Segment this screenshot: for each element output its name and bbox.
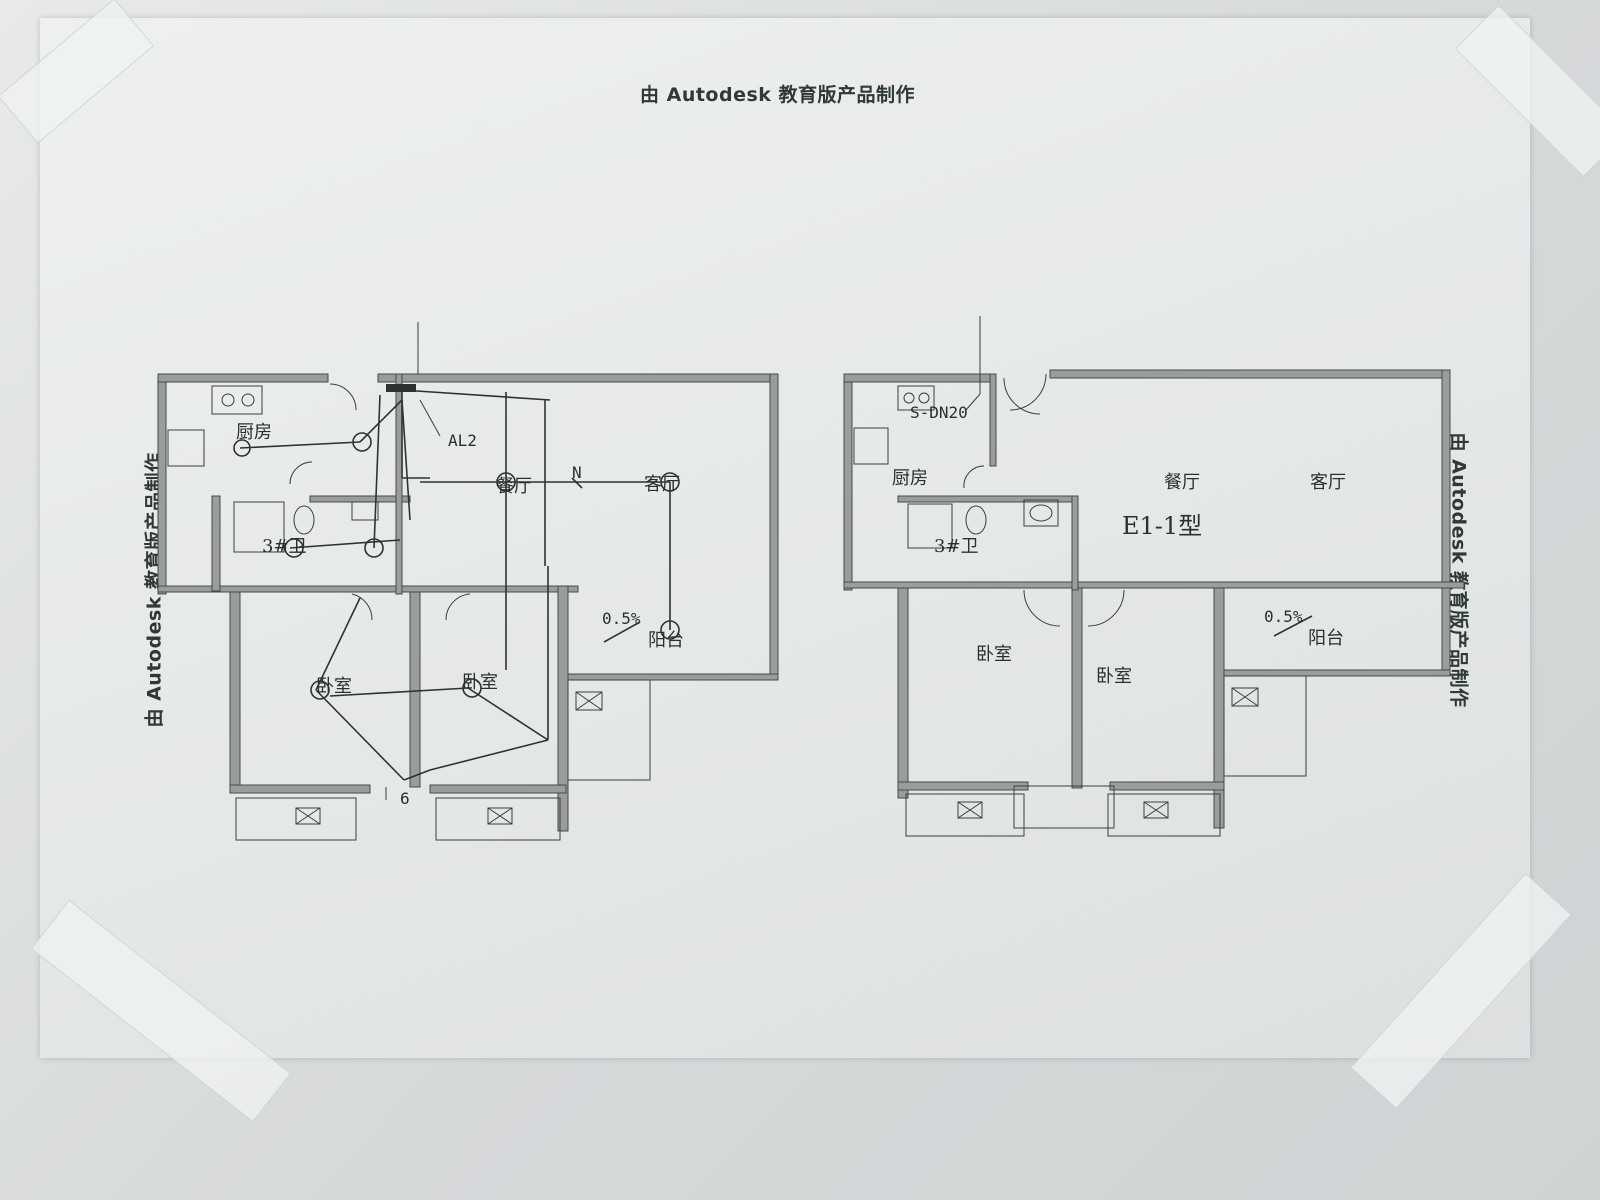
left-kitchen-label: 厨房 — [236, 422, 272, 443]
north-label: N — [572, 463, 582, 482]
left-bedroom-2-label: 卧室 — [462, 672, 498, 693]
right-balcony-label: 阳台 — [1308, 628, 1344, 649]
watermark-top: 由 Autodesk 教育版产品制作 — [640, 84, 916, 106]
blueprint-sheet — [40, 18, 1530, 1058]
left-dimension-mark: 6 — [400, 789, 410, 808]
right-bedroom-1-label: 卧室 — [976, 644, 1012, 665]
left-dining-label: 餐厅 — [496, 476, 532, 497]
right-living-label: 客厅 — [1310, 472, 1346, 493]
left-living-label: 客厅 — [644, 474, 680, 495]
right-dining-label: 餐厅 — [1164, 472, 1200, 493]
right-floor-plan — [843, 316, 1465, 837]
right-bath-label: 3#卫 — [934, 536, 979, 557]
right-kitchen-label: 厨房 — [892, 468, 928, 489]
left-slope-label: 0.5% — [602, 609, 641, 628]
left-balcony-label: 阳台 — [648, 630, 684, 651]
pipe-label: S-DN20 — [910, 403, 968, 422]
left-bedroom-1-label: 卧室 — [316, 676, 352, 697]
right-bedroom-2-label: 卧室 — [1096, 666, 1132, 687]
left-bath-label: 3#卫 — [262, 536, 307, 557]
left-floor-plan — [157, 322, 779, 841]
panel-al2-label: AL2 — [448, 431, 477, 450]
unit-type-label: E1-1型 — [1122, 512, 1202, 540]
right-slope-label: 0.5% — [1264, 607, 1303, 626]
